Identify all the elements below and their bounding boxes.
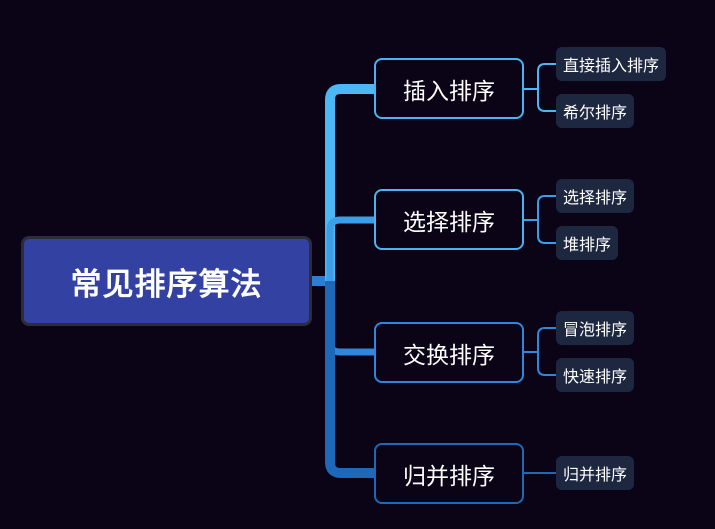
connector-trunk-merge xyxy=(325,281,374,478)
connector-selection-children xyxy=(524,195,556,244)
branch-exchange-sort[interactable]: 交换排序 xyxy=(374,322,524,383)
leaf-bubble-sort[interactable]: 冒泡排序 xyxy=(556,311,635,345)
connector-trunk-insertion xyxy=(325,84,374,281)
branch-selection-sort[interactable]: 选择排序 xyxy=(374,189,524,250)
branch-insertion-sort[interactable]: 插入排序 xyxy=(374,58,524,119)
connector-exchange-children xyxy=(524,327,556,376)
leaf-shell-sort[interactable]: 希尔排序 xyxy=(556,94,635,128)
leaf-selection-sort[interactable]: 选择排序 xyxy=(556,179,635,213)
leaf-heap-sort[interactable]: 堆排序 xyxy=(556,226,619,260)
connector-trunk-selection xyxy=(326,216,374,281)
branch-merge-sort[interactable]: 归并排序 xyxy=(374,443,524,504)
connector-insertion-children xyxy=(524,63,556,112)
leaf-merge-sort[interactable]: 归并排序 xyxy=(556,456,635,490)
connector-trunk-exchange xyxy=(326,281,374,356)
root-topic[interactable]: 常见排序算法 xyxy=(21,236,312,326)
leaf-straight-insertion-sort[interactable]: 直接插入排序 xyxy=(556,47,667,81)
leaf-quick-sort[interactable]: 快速排序 xyxy=(556,358,635,392)
